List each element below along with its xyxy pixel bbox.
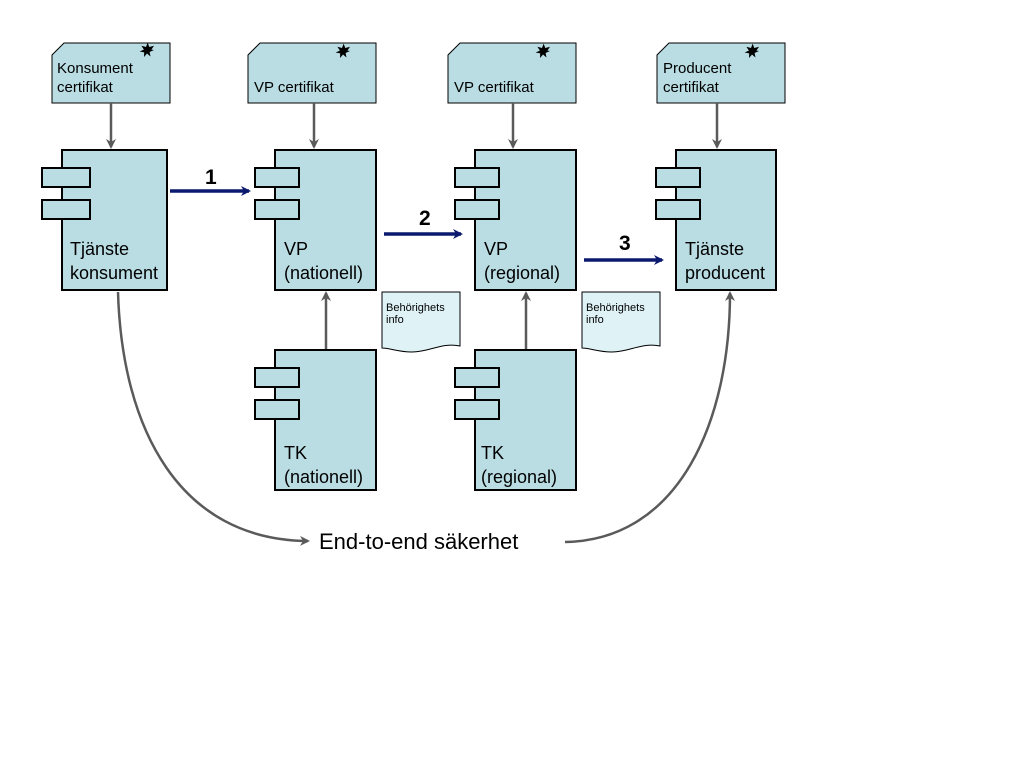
component-tk-nationell	[254, 349, 377, 491]
component-label-tk-regional: TK(regional)	[481, 443, 558, 487]
seal-star-icon	[335, 43, 350, 58]
certificate-vp-nationell	[247, 42, 377, 104]
end-to-end-label: End-to-end säkerhet	[319, 529, 519, 554]
seal-star-icon	[744, 43, 759, 58]
seal-star-icon	[535, 43, 550, 58]
flow-step-label-1: 1	[205, 166, 217, 189]
end-to-end-curve-left	[116, 291, 310, 546]
component-tjanste-producent	[655, 149, 777, 291]
info-document	[581, 291, 661, 353]
component-vp-regional	[454, 149, 577, 291]
component-tk-regional	[454, 349, 577, 491]
flow-step-label-2: 2	[419, 207, 431, 230]
seal-star-icon	[139, 42, 154, 57]
certificate-producent	[656, 42, 786, 104]
component-tjanste-konsument	[41, 149, 168, 291]
info-document	[381, 291, 461, 353]
flow-step-label-3: 3	[619, 232, 631, 255]
component-vp-nationell	[254, 149, 377, 291]
cert-label-vp-nationell: VP certifikat	[254, 79, 334, 96]
component-label-vp-regional: VP(regional)	[484, 239, 561, 283]
cert-label-vp-regional: VP certifikat	[454, 79, 534, 96]
end-to-end-curve-right	[564, 291, 735, 544]
component-label-tk-nationell: TK(nationell)	[284, 443, 364, 487]
component-label-vp-nationell: VP(nationell)	[284, 239, 364, 283]
